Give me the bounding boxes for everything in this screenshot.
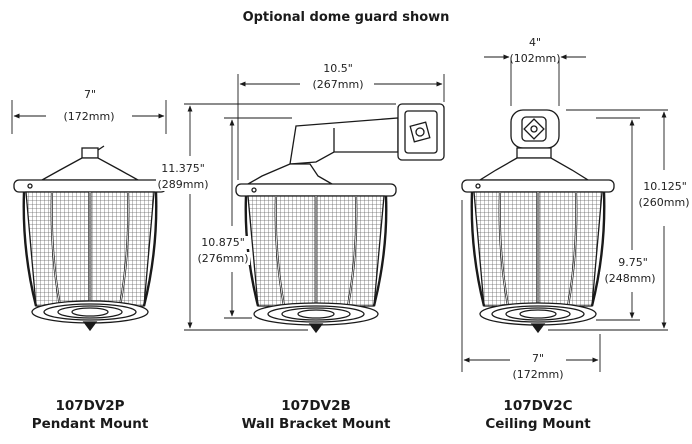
ceiling-model-label: 107DV2C (503, 398, 573, 414)
ceiling-bottom-width-mm-label: (172mm) (500, 368, 576, 381)
wall-mount-label: Wall Bracket Mount (241, 416, 391, 432)
drawing-title: Optional dome guard shown (242, 10, 450, 25)
pendant-model-label: 107DV2P (55, 398, 125, 414)
wall-overall-height-label: 11.375" (156, 162, 210, 175)
wall-body-height-mm-label: (276mm) (196, 252, 250, 265)
pendant-width-label: 7" (70, 88, 110, 101)
ceiling-bottom-width-label: 7" (516, 352, 560, 365)
wall-bracket-fixture (235, 103, 445, 334)
pendant-width-mm-label: (172mm) (48, 110, 130, 123)
wall-arm-mm-label: (267mm) (302, 78, 374, 91)
dimension-lines (11, 54, 668, 372)
wall-overall-height-mm-label: (289mm) (156, 178, 210, 191)
ceiling-mount-label: Ceiling Mount (485, 416, 591, 432)
ceiling-body-height-label: 9.75" (606, 256, 660, 269)
wall-body-height-label: 10.875" (196, 236, 250, 249)
wall-arm-label: 10.5" (302, 62, 374, 75)
ceiling-overall-height-mm-label: (260mm) (636, 196, 692, 209)
ceiling-overall-height-label: 10.125" (638, 180, 692, 193)
pendant-fixture (13, 145, 167, 332)
pendant-mount-label: Pendant Mount (31, 416, 149, 432)
ceiling-box-width-label: 4" (520, 36, 550, 49)
ceiling-body-height-mm-label: (248mm) (600, 272, 660, 285)
ceiling-fixture (461, 109, 615, 334)
wall-model-label: 107DV2B (281, 398, 351, 414)
ceiling-box-width-mm-label: (102mm) (509, 52, 561, 65)
